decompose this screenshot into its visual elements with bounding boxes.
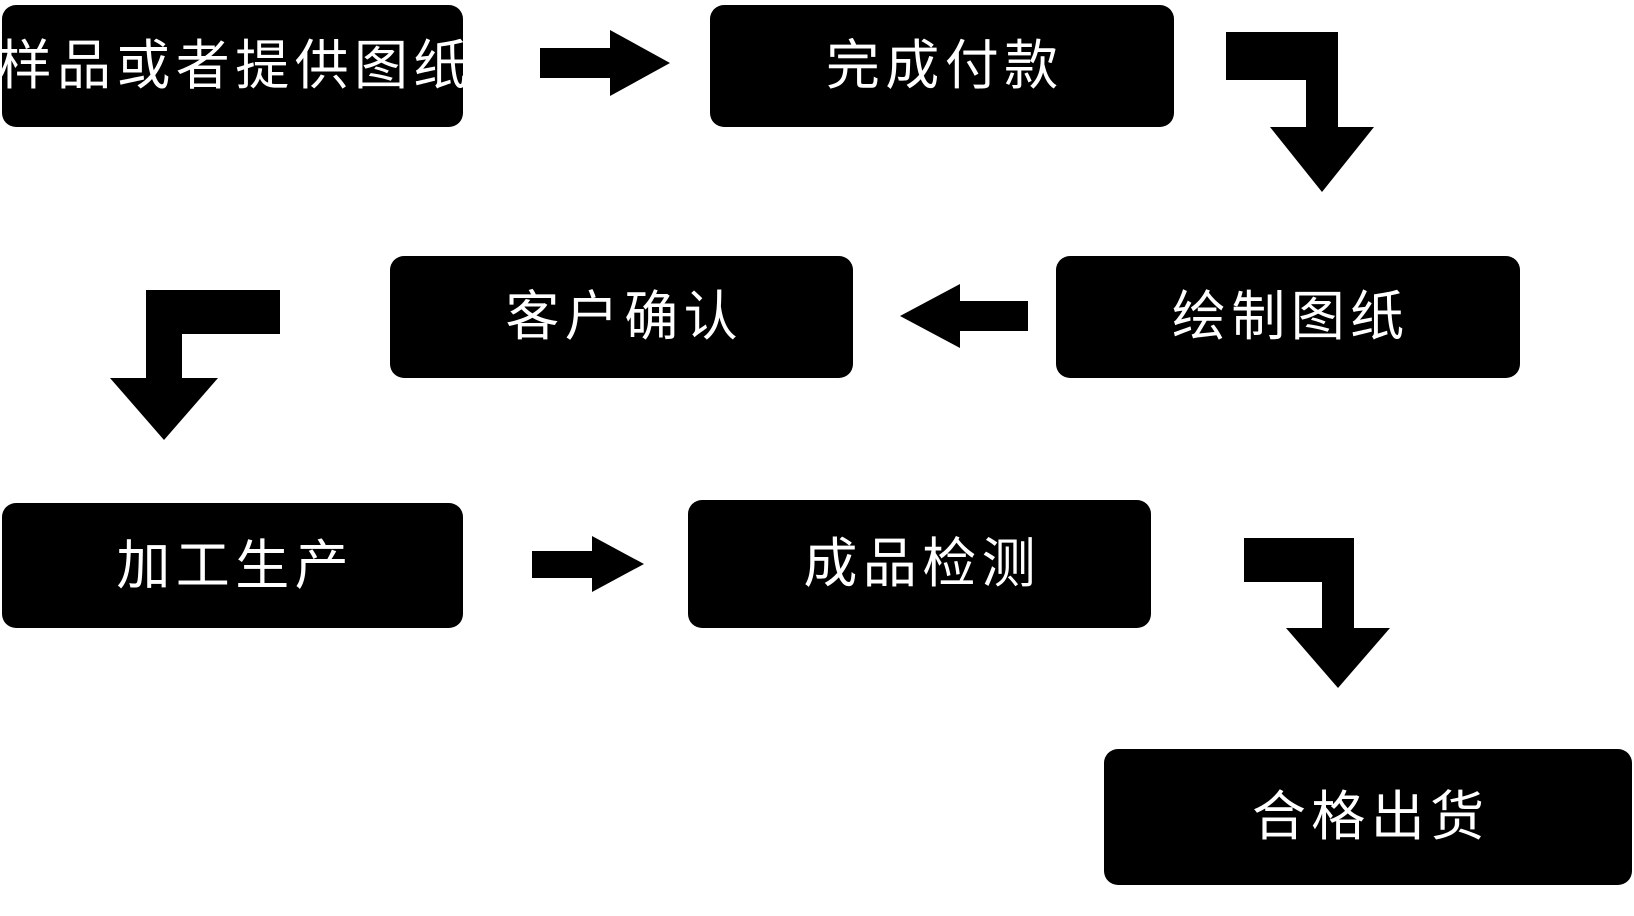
arrow-head bbox=[592, 536, 644, 592]
arrow-shaft bbox=[956, 301, 1028, 331]
arrow-sample-to-payment-icon bbox=[540, 30, 670, 96]
arrow-produce-to-inspect-icon bbox=[532, 536, 644, 592]
arrow-inspect-to-ship-elbow-icon bbox=[1238, 538, 1414, 690]
arrow-payment-to-draw-elbow-icon bbox=[1218, 32, 1408, 197]
flow-node-confirm-label: 客户确认 bbox=[505, 287, 743, 347]
arrow-shaft bbox=[532, 551, 594, 578]
flow-node-payment-label: 完成付款 bbox=[825, 36, 1064, 96]
flow-node-produce-label: 加工生产 bbox=[116, 535, 354, 596]
flow-node-sample-label: 样品或者提供图纸 bbox=[0, 36, 473, 96]
flow-node-draw[interactable]: 绘制图纸 bbox=[1056, 256, 1520, 378]
flow-node-inspect-label: 成品检测 bbox=[803, 534, 1041, 594]
arrow-draw-to-confirm-icon bbox=[900, 284, 1028, 348]
flow-node-draw-label: 绘制图纸 bbox=[1171, 287, 1410, 347]
arrow-shaft bbox=[540, 48, 612, 78]
flow-node-payment[interactable]: 完成付款 bbox=[710, 5, 1174, 127]
flow-node-ship[interactable]: 合格出货 bbox=[1104, 749, 1632, 885]
flow-node-confirm[interactable]: 客户确认 bbox=[390, 256, 853, 378]
flow-node-produce[interactable]: 加工生产 bbox=[2, 503, 463, 628]
flow-node-inspect[interactable]: 成品检测 bbox=[688, 500, 1151, 628]
arrow-head bbox=[610, 30, 670, 96]
flow-node-ship-label: 合格出货 bbox=[1251, 787, 1490, 847]
arrow-confirm-to-produce-elbow-icon bbox=[110, 290, 288, 442]
flow-node-sample[interactable]: 样品或者提供图纸 bbox=[0, 5, 467, 127]
arrow-head bbox=[900, 284, 960, 348]
